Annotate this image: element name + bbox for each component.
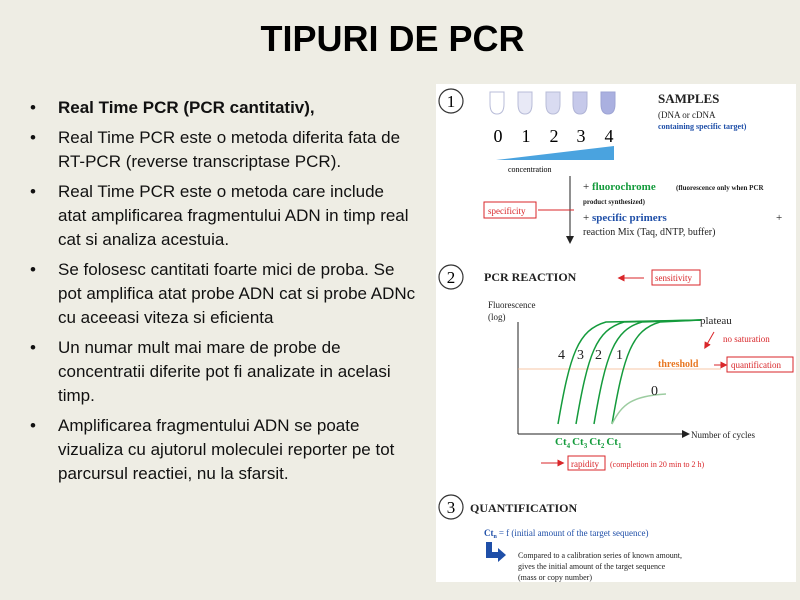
step-1-circle [438,88,464,114]
curve-2 [593,319,702,425]
samples-subtitle: (DNA or cDNA [658,110,716,120]
tube-label-4: 4 [605,126,614,146]
curve-label-0: 0 [651,384,658,399]
sensitivity-box [651,269,701,286]
fluoro-note-2: product synthesized) [583,198,646,206]
bullet-item: Se folosesc cantitati foarte mici de pro… [24,258,416,330]
quantification-title: QUANTIFICATION [470,501,577,515]
pcr-reaction-title: PCR REACTION [484,270,577,284]
step-3-circle [438,494,464,520]
tube-label-3: 3 [577,126,586,146]
curve-label-3: 3 [577,348,584,363]
curve-1 [611,319,702,425]
bullet-item: Real Time PCR este o metoda diferita fat… [24,126,416,174]
realtime-pcr-figure: 1 0 1 2 3 4 concentration SAMPLES (DNA o… [436,84,796,582]
plus-1: + fluorochrome [583,181,656,193]
curve-label-4: 4 [558,348,565,363]
curve-0 [611,393,667,425]
plateau-label: plateau [700,315,732,327]
bullet-text: Real Time PCR este o metoda care include… [58,182,409,249]
rapidity-note: (completion in 20 min to 2 h) [610,460,705,469]
calibration-note-1: Compared to a calibration series of know… [518,551,682,560]
bullet-text: Real Time PCR (PCR cantitativ), [58,98,315,117]
bullet-item: Un numar mult mai mare de probe de conce… [24,336,416,408]
curve-label-2: 2 [595,348,602,363]
tube-3-icon [572,91,588,115]
bullet-item: Real Time PCR este o metoda care include… [24,180,416,252]
threshold-label: threshold [658,359,699,370]
specificity-box [483,201,537,219]
curve-4 [557,319,702,425]
concentration-wedge [496,146,614,160]
calibration-note-2: gives the initial amount of the target s… [518,562,666,571]
samples-target: containing specific target) [658,122,747,131]
plus-2: + specific primers [583,212,668,224]
tube-0-icon [489,91,505,115]
bullet-item: Real Time PCR (PCR cantitativ), [24,96,416,120]
tube-4-icon [600,91,616,115]
quantification-label: quantification [731,360,781,370]
reaction-mix: reaction Mix (Taq, dNTP, buffer) [583,227,715,238]
bullet-text: Se folosesc cantitati foarte mici de pro… [58,260,416,327]
rapidity-box [567,455,606,471]
bullet-text: Real Time PCR este o metoda diferita fat… [58,128,401,171]
fluoro-note: (fluorescence only when PCR [676,184,764,192]
plus-3: + [776,212,782,224]
bullet-item: Amplificarea fragmentului ADN se poate v… [24,414,416,486]
step-1-number: 1 [447,92,456,111]
bullet-text: Amplificarea fragmentului ADN se poate v… [58,416,395,483]
calibration-note-3: (mass or copy number) [518,573,592,582]
step-3-number: 3 [447,498,456,517]
step-2-circle [438,264,464,290]
tube-label-2: 2 [550,126,559,146]
specificity-label: specificity [488,206,526,216]
sample-tubes [489,91,616,115]
curve-3 [575,319,702,425]
bullet-list: Real Time PCR (PCR cantitativ), Real Tim… [24,96,416,492]
bullet-text: Un numar mult mai mare de probe de conce… [58,338,391,405]
fluorescence-label: Fluorescence [488,300,535,310]
tube-2-icon [545,91,561,115]
no-saturation-label: no saturation [723,334,770,344]
x-axis-label: Number of cycles [691,430,755,440]
sensitivity-label: sensitivity [655,273,693,283]
amplification-curves [557,319,702,425]
ct-formula: Ctn= f (initial amount of the target seq… [484,528,648,540]
step-2-number: 2 [447,268,456,287]
quantification-box [726,356,794,373]
no-saturation-arrow [704,331,715,350]
concentration-label: concentration [508,165,552,174]
log-label: (log) [488,312,506,322]
tube-1-icon [517,91,533,115]
curve-label-1: 1 [616,348,623,363]
rapidity-label: rapidity [571,459,599,469]
tube-label-0: 0 [494,126,503,146]
figure-svg: 1 0 1 2 3 4 concentration SAMPLES (DNA o… [438,88,794,582]
slide-title: TIPURI DE PCR [260,18,525,59]
tube-label-1: 1 [522,126,531,146]
samples-title: SAMPLES [658,91,719,106]
bent-arrow-icon [486,542,506,562]
